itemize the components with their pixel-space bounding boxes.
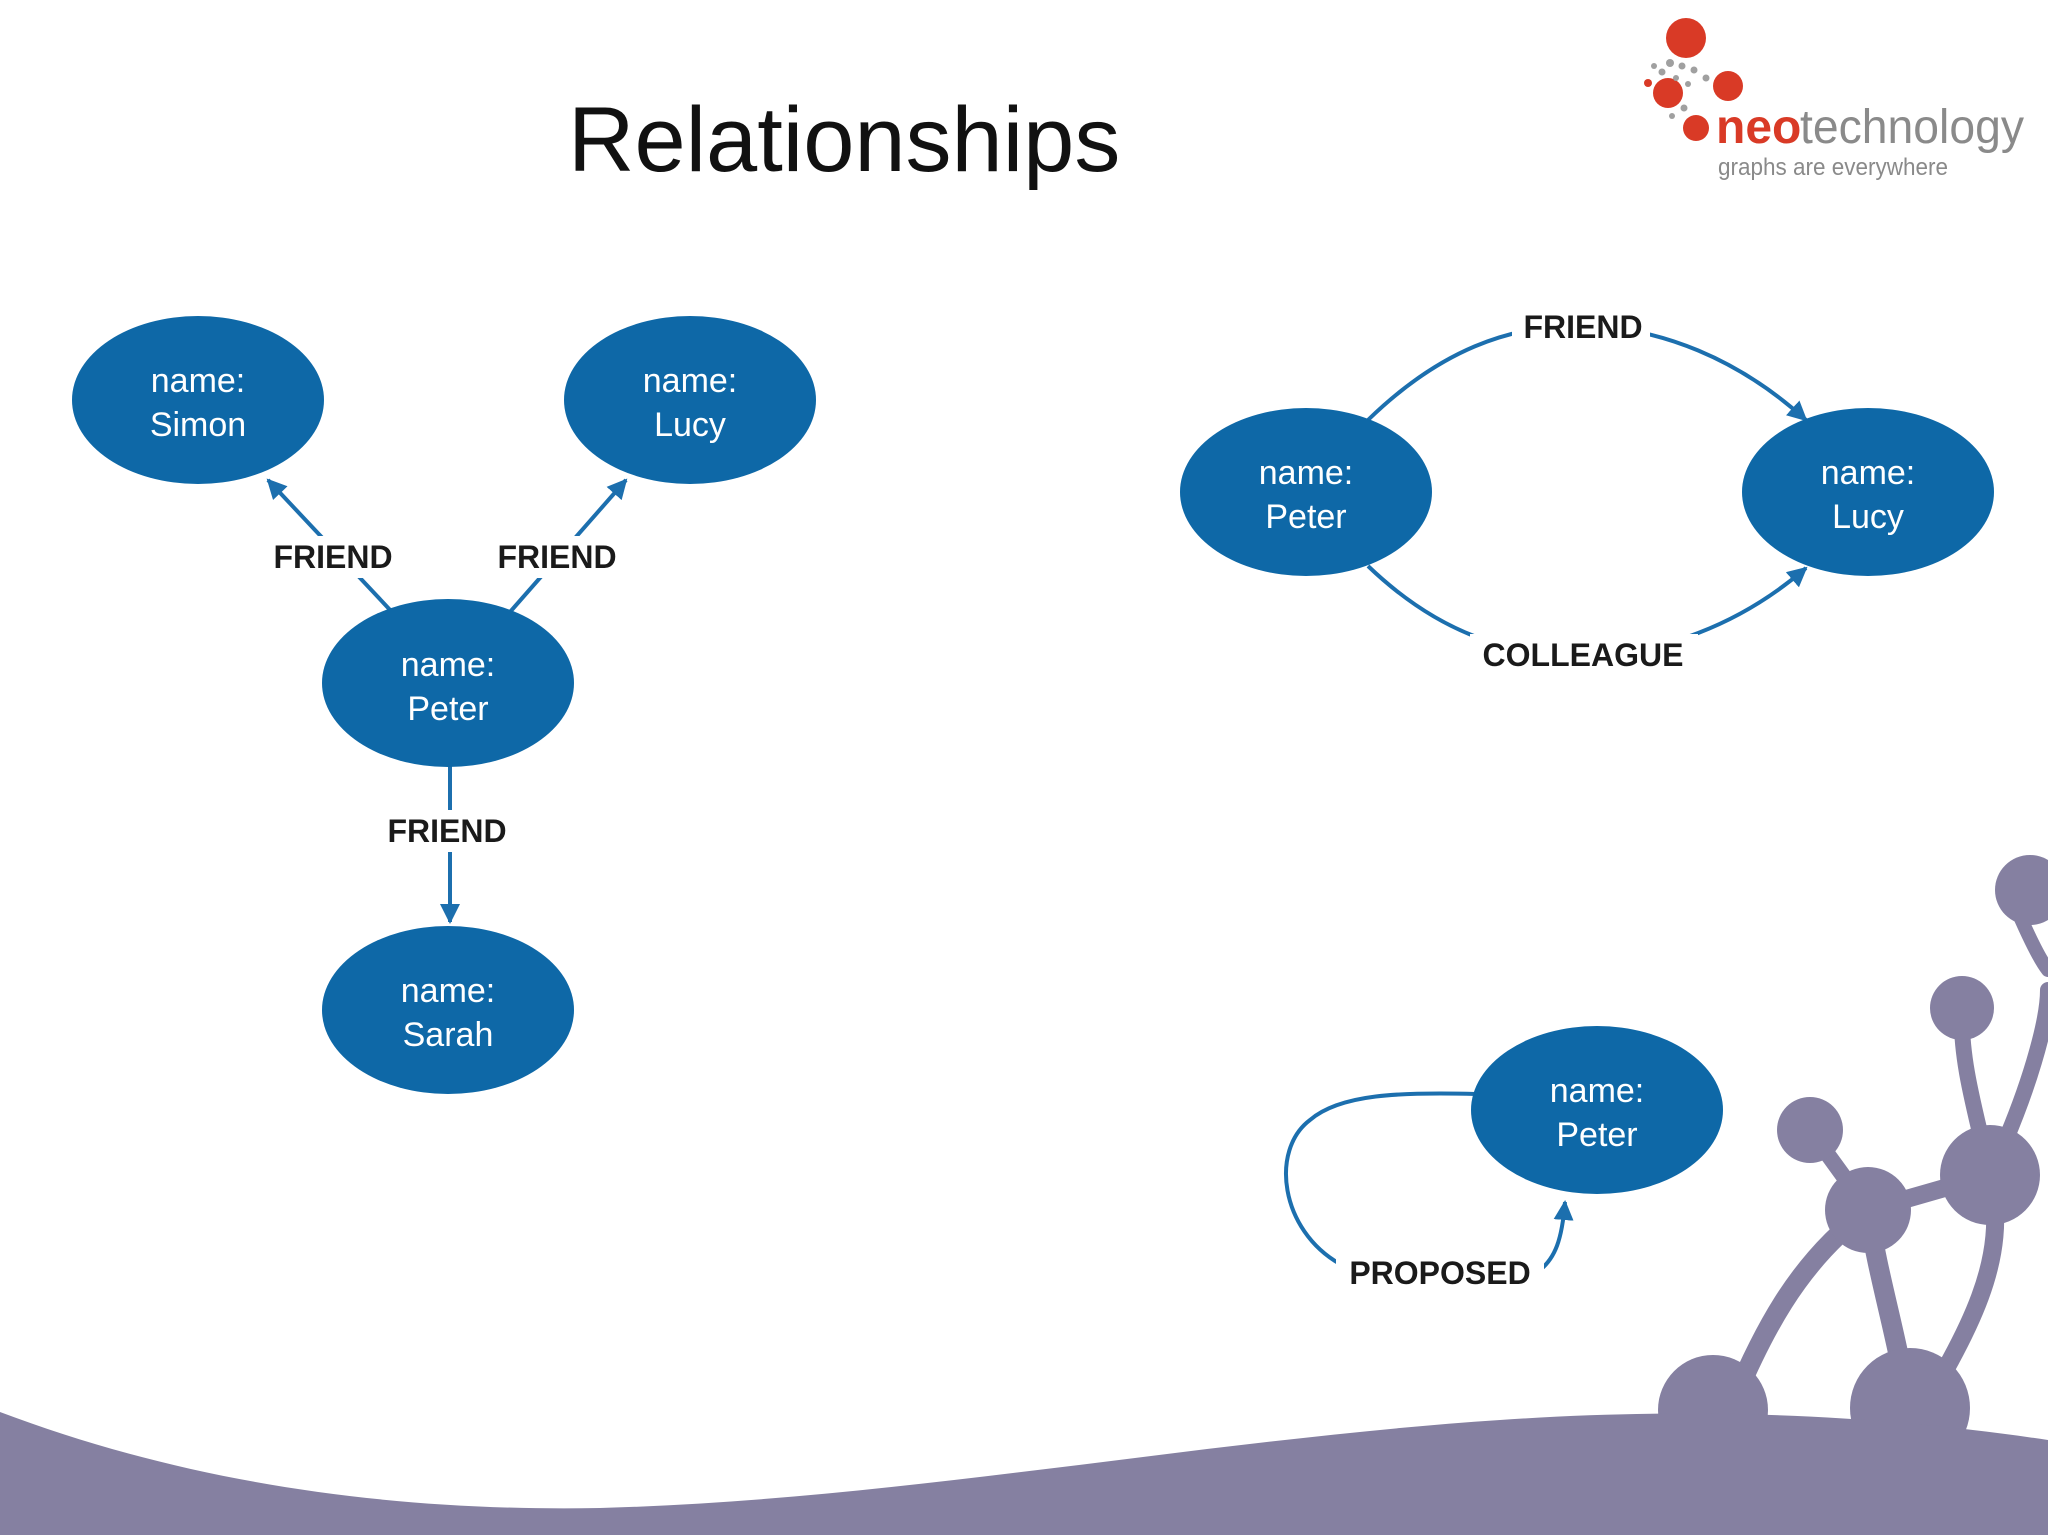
decor-wave <box>0 1412 2048 1535</box>
node-lucy-value: Lucy <box>654 406 726 444</box>
node-simon-key: name: <box>151 362 246 400</box>
logo-dot <box>1644 79 1652 87</box>
node-lucy-key: name: <box>643 362 738 400</box>
node-peter-3-value: Peter <box>1556 1116 1637 1154</box>
company-logo: neo technology graphs are everywhere <box>1644 18 2024 181</box>
node-simon: name: Simon <box>72 316 324 484</box>
logo-tagline: graphs are everywhere <box>1718 154 1948 181</box>
edge-label-proposed: PROPOSED <box>1349 1255 1530 1291</box>
edge-label-colleague: COLLEAGUE <box>1483 637 1684 673</box>
node-peter-key: name: <box>401 646 496 684</box>
edge-label-friend-sarah: FRIEND <box>387 813 506 849</box>
node-peter-value: Peter <box>407 690 488 728</box>
decor-atom <box>1777 1097 1843 1163</box>
node-peter-2-value: Peter <box>1265 498 1346 536</box>
decor-atom <box>1995 855 2048 925</box>
logo-brand-neo: neo <box>1716 101 1801 154</box>
decor-atom <box>1930 976 1994 1040</box>
node-sarah: name: Sarah <box>322 926 574 1094</box>
node-peter-3: name: Peter <box>1471 1026 1723 1194</box>
node-sarah-key: name: <box>401 972 496 1010</box>
logo-dot <box>1653 78 1683 108</box>
edge-label-friend: FRIEND <box>1523 309 1642 345</box>
slide-title: Relationships <box>568 89 1121 191</box>
node-lucy-2-key: name: <box>1821 454 1916 492</box>
node-simon-value: Simon <box>150 406 246 444</box>
node-sarah-value: Sarah <box>403 1016 494 1054</box>
edge-label-friend-lucy: FRIEND <box>497 539 616 575</box>
node-peter-2: name: Peter <box>1180 408 1432 576</box>
logo-brand-technology: technology <box>1800 101 2024 154</box>
node-lucy: name: Lucy <box>564 316 816 484</box>
logo-dot <box>1713 71 1743 101</box>
node-peter-2-key: name: <box>1259 454 1354 492</box>
logo-dot <box>1666 18 1706 58</box>
decor-atom <box>1825 1167 1911 1253</box>
node-lucy-2: name: Lucy <box>1742 408 1994 576</box>
decor-atom <box>1940 1125 2040 1225</box>
node-lucy-2-value: Lucy <box>1832 498 1904 536</box>
node-peter: name: Peter <box>322 599 574 767</box>
edge-label-friend-simon: FRIEND <box>273 539 392 575</box>
node-peter-3-key: name: <box>1550 1072 1645 1110</box>
logo-dot <box>1683 115 1709 141</box>
